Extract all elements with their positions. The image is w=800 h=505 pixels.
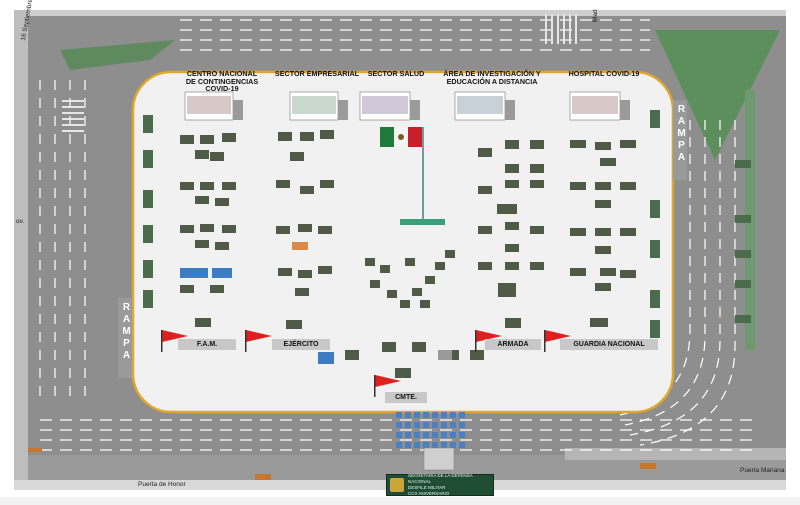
flag-markers bbox=[161, 330, 571, 397]
crosswalk-top bbox=[545, 14, 577, 44]
green-island-top-left bbox=[60, 40, 175, 70]
label-sector-empresarial: SECTOR EMPRESARIAL bbox=[274, 69, 360, 78]
label-ejercito: EJÉRCITO bbox=[272, 339, 330, 351]
zocalo-plaza bbox=[131, 70, 675, 414]
street-puerta-mariana: Puerta Mariana bbox=[740, 467, 785, 474]
banner-line-1: SECRETARÍA DE LA DEFENSA NACIONAL bbox=[408, 473, 473, 484]
vehicle-formations bbox=[180, 130, 636, 378]
label-sector-salud: SECTOR SALUD bbox=[367, 69, 425, 78]
street-puerta-honor: Puerta de Honor bbox=[138, 481, 186, 488]
label-guardia-nacional: GUARDIA NACIONAL bbox=[560, 339, 658, 351]
label-cmte: CMTE. bbox=[385, 392, 427, 404]
ramp-left-text: RAMPA bbox=[121, 302, 132, 362]
sedena-banner: SECRETARÍA DE LA DEFENSA NACIONAL DESFIL… bbox=[386, 473, 494, 496]
label-investigacion-educacion: ÁREA DE INVESTIGACIÓN Y EDUCACIÓN A DIST… bbox=[443, 69, 541, 86]
label-hospital-covid: HOSPITAL COVID-19 bbox=[568, 69, 640, 78]
door-marker bbox=[255, 474, 271, 480]
sedena-seal-icon bbox=[390, 478, 404, 492]
street-left-mid: ov. bbox=[16, 218, 25, 225]
label-fam: F.A.M. bbox=[178, 339, 236, 351]
lane-markings-top bbox=[180, 19, 650, 51]
banner-line-3: CCX ANIVERSARIO bbox=[408, 491, 450, 496]
crosswalk-left bbox=[62, 100, 84, 132]
label-centro-contingencias: CENTRO NACIONAL DE CONTINGENCIAS COVID-1… bbox=[185, 69, 259, 94]
ramp-left: RAMPA bbox=[119, 302, 132, 374]
door-marker bbox=[640, 463, 656, 469]
side-vehicle-columns bbox=[143, 110, 751, 338]
green-island-top-right bbox=[655, 30, 780, 160]
flagpole bbox=[380, 127, 445, 225]
exhibit-trucks bbox=[184, 91, 630, 121]
ramp-right-text: RAMPA bbox=[676, 104, 687, 164]
ramp-right: RAMPA bbox=[674, 104, 687, 176]
banner-line-2: DESFILE MILITAR bbox=[408, 485, 446, 490]
troop-blocks bbox=[396, 412, 465, 448]
lane-markings-bottom bbox=[40, 419, 760, 451]
label-armada: ARMADA bbox=[485, 339, 541, 351]
bottom-strip bbox=[0, 497, 800, 505]
highlight-vehicles bbox=[180, 242, 452, 364]
street-madero: Mad bbox=[592, 9, 599, 22]
sidewalk-left bbox=[14, 10, 28, 480]
